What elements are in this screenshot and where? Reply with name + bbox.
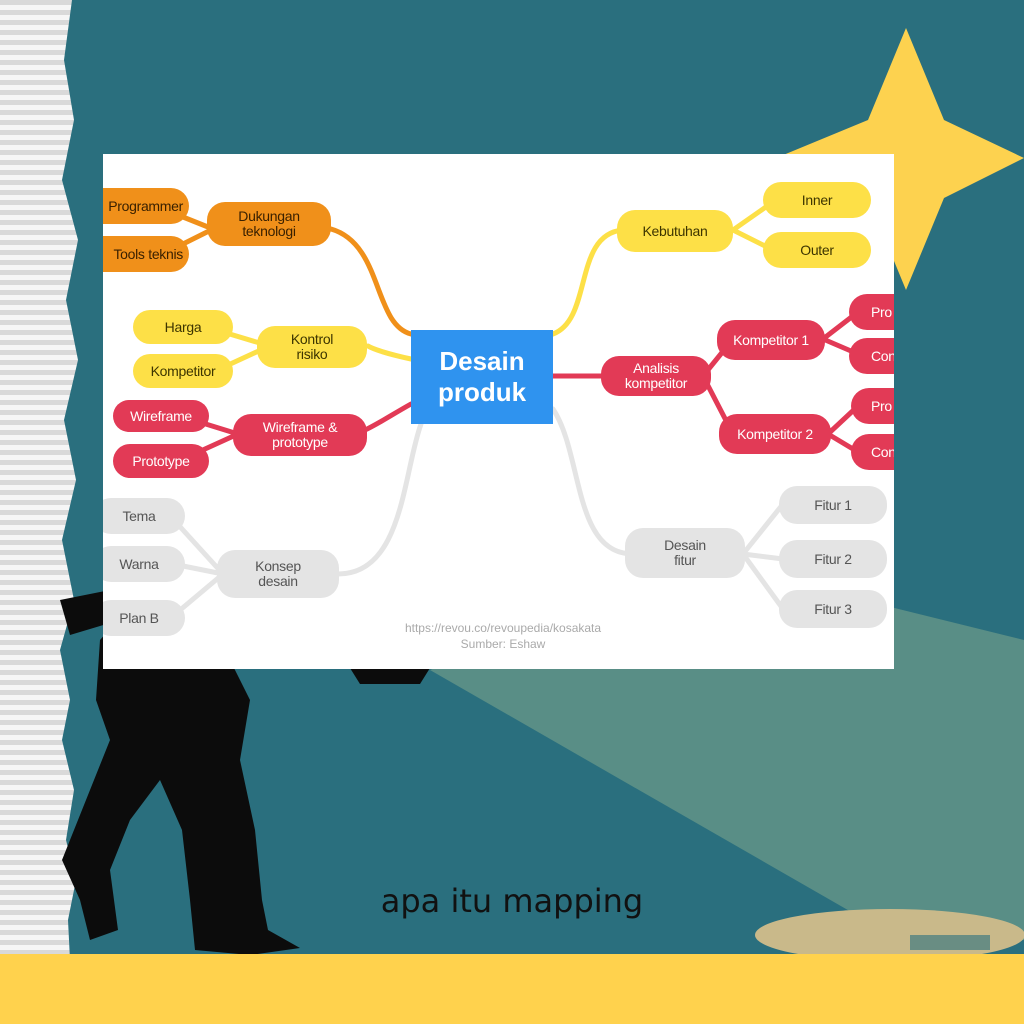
- leaf-fitur-1: Fitur 1: [779, 486, 887, 524]
- leaf-kompetitor-1-con: Con: [849, 338, 894, 374]
- node-kompetitor-1: Kompetitor 1: [717, 320, 825, 360]
- source-note: https://revou.co/revoupedia/kosakata Sum…: [353, 620, 653, 652]
- leaf-wireframe: Wireframe: [113, 400, 209, 432]
- leaf-harga: Harga: [133, 310, 233, 344]
- branch-dukungan-teknologi: Dukungan teknologi: [207, 202, 331, 246]
- caption: apa itu mapping: [0, 882, 1024, 920]
- leaf-kompetitor-2-con: Con: [851, 434, 894, 470]
- source-credit: Sumber: Eshaw: [460, 637, 546, 651]
- leaf-tools-teknis: Tools teknis: [103, 236, 189, 272]
- source-url: https://revou.co/revoupedia/kosakata: [404, 621, 602, 635]
- leaf-fitur-3: Fitur 3: [779, 590, 887, 628]
- branch-konsep-desain: Konsep desain: [217, 550, 339, 598]
- star-icon: [776, 28, 1024, 290]
- leaf-prototype: Prototype: [113, 444, 209, 478]
- leaf-kompetitor-1-pro: Pro: [849, 294, 894, 330]
- mindmap-connectors: [160, 199, 861, 619]
- leaf-warna: Warna: [103, 546, 185, 582]
- leaf-plan-b: Plan B: [103, 600, 185, 636]
- bottom-yellow-band: [0, 954, 1024, 1024]
- leaf-tema: Tema: [103, 498, 185, 534]
- leaf-outer: Outer: [763, 232, 871, 268]
- branch-kontrol-risiko: Kontrol risiko: [257, 326, 367, 368]
- node-kompetitor-2: Kompetitor 2: [719, 414, 831, 454]
- leaf-inner: Inner: [763, 182, 871, 218]
- branch-desain-fitur: Desain fitur: [625, 528, 745, 578]
- mindmap-card: Desain produk Dukungan teknologi Program…: [103, 154, 894, 669]
- center-node: Desain produk: [411, 330, 553, 424]
- branch-kebutuhan: Kebutuhan: [617, 210, 733, 252]
- leaf-fitur-2: Fitur 2: [779, 540, 887, 578]
- leaf-kompetitor: Kompetitor: [133, 354, 233, 388]
- caption-text: apa itu mapping: [380, 882, 644, 920]
- leaf-kompetitor-2-pro: Pro: [851, 388, 894, 424]
- silhouette-figure: [62, 600, 300, 955]
- branch-analisis-kompetitor: Analisis kompetitor: [601, 356, 711, 396]
- leaf-programmer: Programmer: [103, 188, 189, 224]
- branch-wireframe-prototype: Wireframe & prototype: [233, 414, 367, 456]
